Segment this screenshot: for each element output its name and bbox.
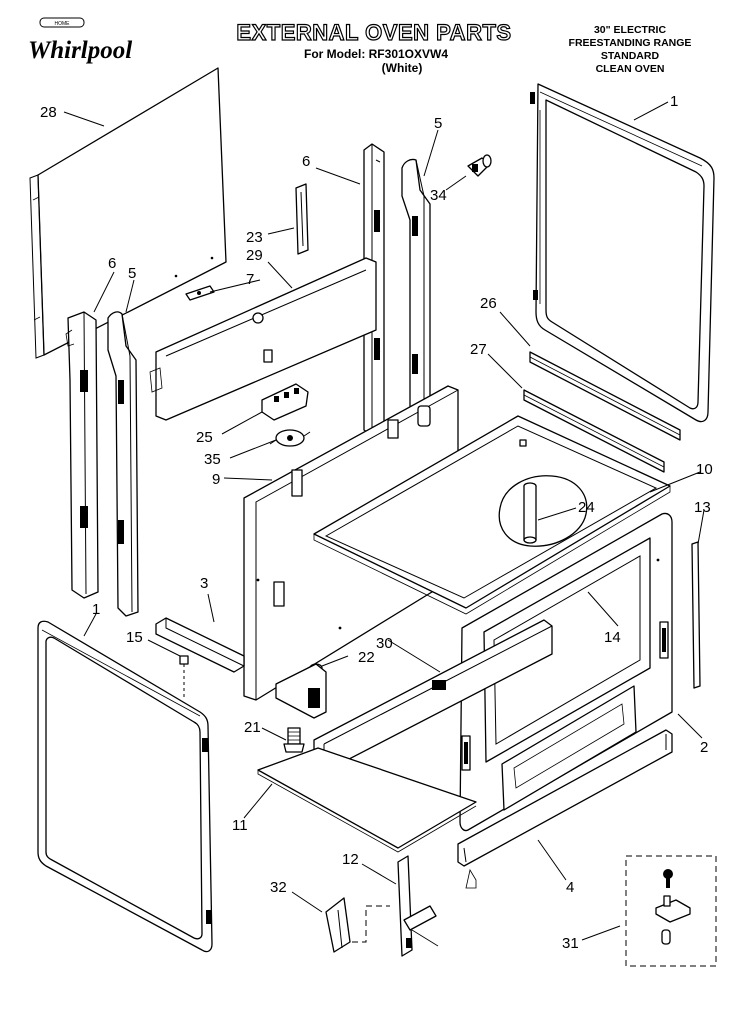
callout-21: 21 — [244, 719, 261, 736]
part-6-side-rail-left — [65, 311, 99, 599]
part-31-hardware-kit — [625, 855, 717, 967]
callout-5-left: 5 — [128, 265, 136, 282]
callout-10: 10 — [696, 461, 713, 478]
part-24-insulation — [498, 475, 588, 547]
part-26-strip — [529, 351, 681, 441]
range-info: 30" ELECTRIC FREESTANDING RANGE STANDARD… — [569, 24, 692, 75]
brand-name: Whirlpool — [28, 37, 132, 64]
callout-14: 14 — [604, 629, 621, 646]
part-13-trim-strip — [691, 541, 701, 689]
callout-24: 24 — [578, 499, 595, 516]
callout-32: 32 — [270, 879, 287, 896]
callout-7: 7 — [246, 271, 254, 288]
range-info-line: 30" ELECTRIC — [594, 24, 666, 36]
callout-12: 12 — [342, 851, 359, 868]
bottom-rail — [275, 663, 327, 719]
part-4-toe-kick — [457, 729, 673, 889]
range-info-line: FREESTANDING RANGE — [569, 37, 692, 49]
callout-30: 30 — [376, 635, 393, 652]
part-21-leveling-leg — [283, 727, 305, 753]
callout-3: 3 — [200, 575, 208, 592]
callout-9: 9 — [212, 471, 220, 488]
part-3-bracket — [155, 617, 245, 673]
part-25-terminal-block — [261, 383, 309, 421]
part-27-strip — [523, 389, 665, 473]
callout-6-top: 6 — [302, 153, 310, 170]
callout-35: 35 — [204, 451, 221, 468]
part-34-connector — [467, 154, 492, 177]
callout-11: 11 — [232, 817, 248, 834]
connector-dashed-line — [352, 905, 390, 943]
callout-26: 26 — [480, 295, 497, 312]
part-23-bracket — [295, 183, 309, 255]
page-title: EXTERNAL OVEN PARTS — [236, 20, 511, 45]
callout-29: 29 — [246, 247, 263, 264]
part-7-clip — [185, 285, 215, 301]
part-11-bottom-panel — [257, 747, 477, 853]
callout-23: 23 — [246, 229, 263, 246]
callout-numbers: 28 1 5 6 34 23 29 7 6 5 26 27 25 35 9 10… — [40, 93, 713, 952]
range-info-line: STANDARD — [601, 50, 660, 62]
color-line: (White) — [382, 61, 423, 75]
model-line: For Model: RF301OXVW4 — [304, 47, 448, 61]
callout-34: 34 — [430, 187, 447, 204]
callout-4: 4 — [566, 879, 574, 896]
callout-15: 15 — [126, 629, 143, 646]
leader-lines — [63, 101, 705, 941]
part-15-screw — [179, 655, 189, 700]
callout-28: 28 — [40, 104, 57, 121]
part-5-side-rail-left — [107, 311, 139, 617]
part-29-rear-panel — [149, 257, 377, 421]
part-1-door-gasket-bottom — [37, 620, 213, 953]
part-28-panel — [29, 67, 227, 359]
part-1-door-gasket-top — [530, 83, 715, 423]
range-info-line: CLEAN OVEN — [596, 63, 665, 75]
part-32-bracket — [325, 897, 351, 953]
part-10-top-panel — [313, 415, 671, 615]
callout-27: 27 — [470, 341, 487, 358]
part-2-front-frame — [459, 512, 673, 832]
callout-13: 13 — [694, 499, 711, 516]
brand-badge: HOME — [55, 21, 71, 27]
callout-25: 25 — [196, 429, 213, 446]
callout-5-top: 5 — [434, 115, 442, 132]
callout-1-bottom: 1 — [92, 601, 100, 618]
callout-2: 2 — [700, 739, 708, 756]
callout-1-top: 1 — [670, 93, 678, 110]
callout-22: 22 — [358, 649, 375, 666]
brand-logo: HOME Whirlpool — [28, 17, 132, 64]
part-12-hinge-bracket — [397, 855, 439, 957]
part-35-sensor — [269, 429, 311, 447]
callout-31: 31 — [562, 935, 579, 952]
callout-6-left: 6 — [108, 255, 116, 272]
